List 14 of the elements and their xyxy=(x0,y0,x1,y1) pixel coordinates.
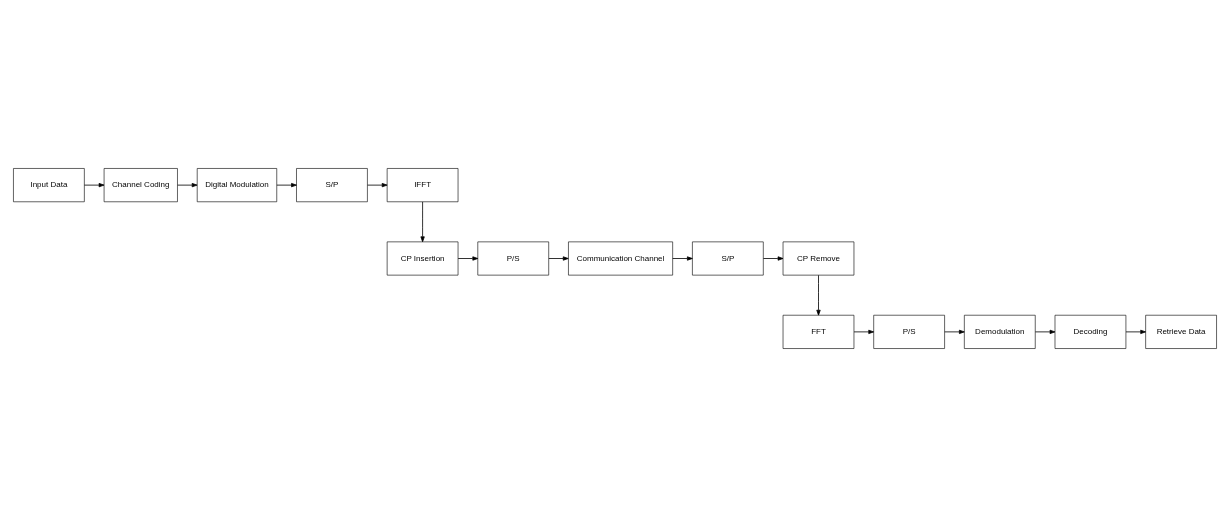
arrow xyxy=(1035,329,1056,334)
arrow xyxy=(177,182,198,187)
arrow xyxy=(672,255,693,261)
arrow xyxy=(548,255,569,261)
arrow xyxy=(367,182,388,187)
arrow xyxy=(420,201,425,242)
arrow xyxy=(1125,329,1146,334)
arrow xyxy=(763,255,784,261)
arrow xyxy=(457,255,479,261)
arrow xyxy=(944,329,965,334)
arrow xyxy=(276,182,297,187)
arrow xyxy=(853,329,875,334)
arrow xyxy=(84,182,105,187)
arrow xyxy=(816,274,821,316)
